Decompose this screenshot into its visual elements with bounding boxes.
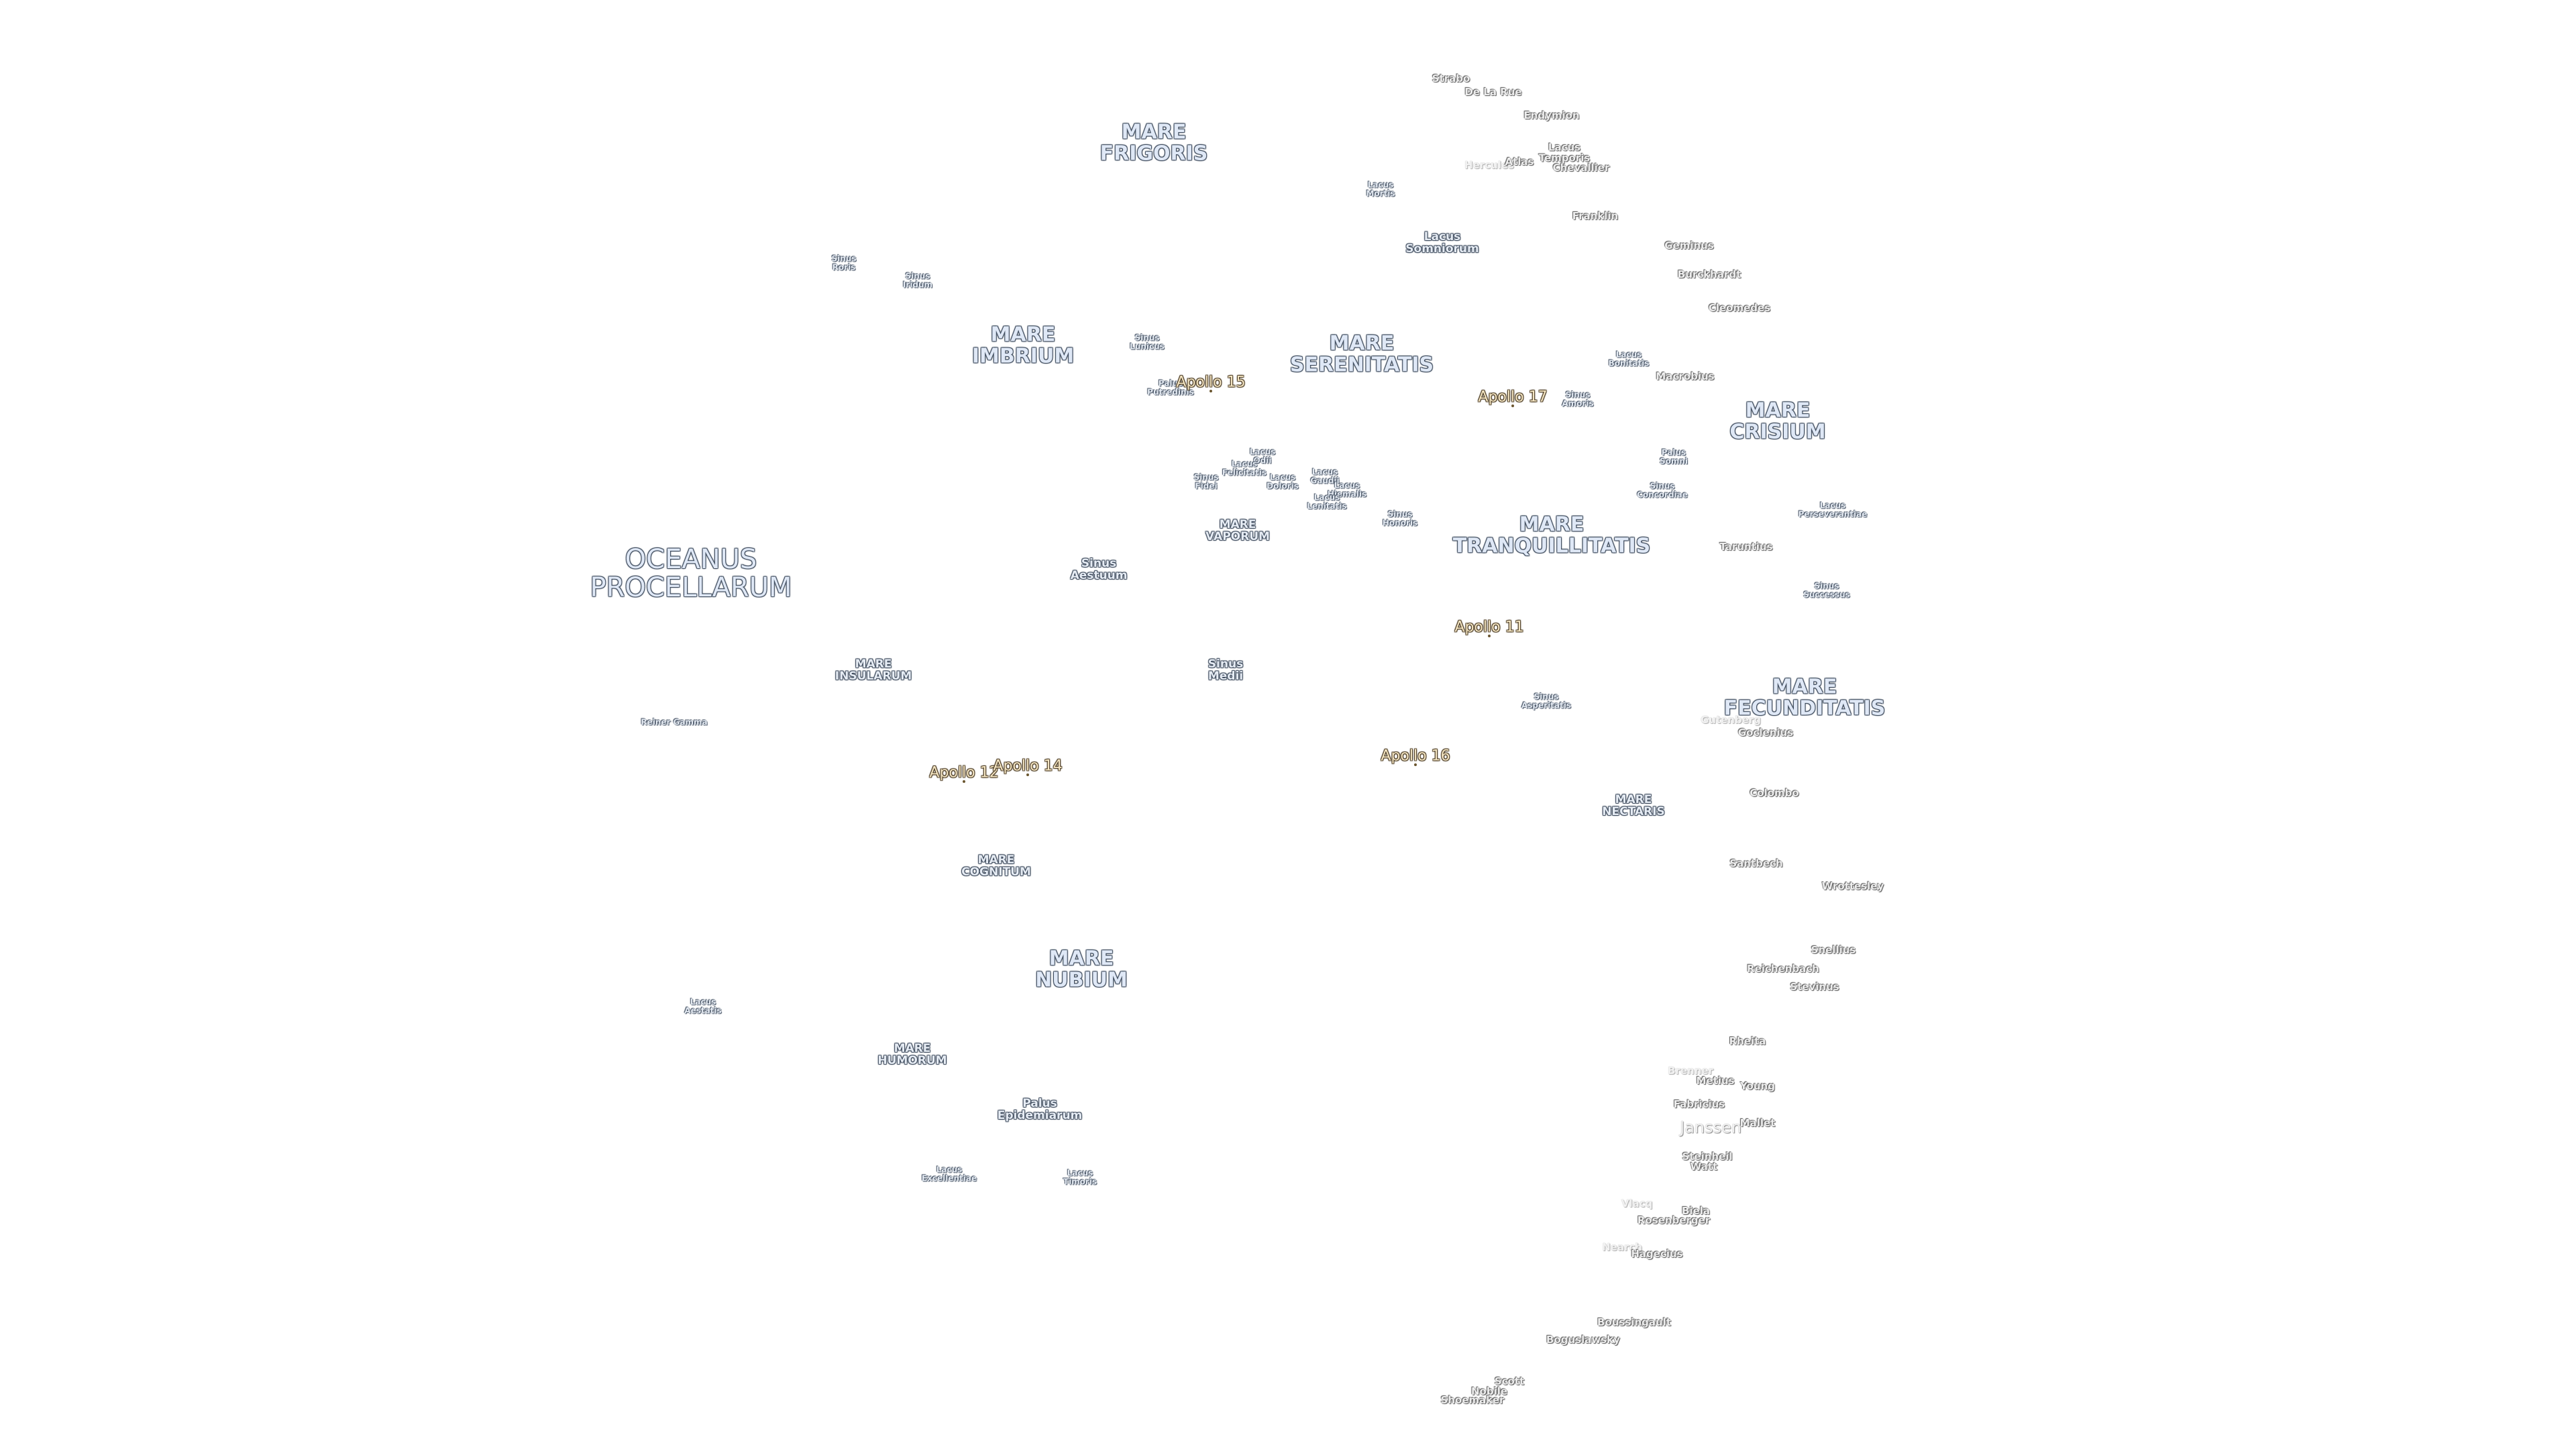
map-feature-label: Macrobius xyxy=(1656,370,1715,383)
map-feature-label: Goclenius xyxy=(1737,727,1794,739)
map-feature-label: Gutenberg xyxy=(1700,714,1762,727)
map-feature-label: Strabo xyxy=(1432,72,1470,85)
map-feature-label: Reiner Gamma xyxy=(641,717,708,727)
map-feature-label: MARE TRANQUILLITATIS xyxy=(1452,513,1651,557)
map-feature-label: Atlas xyxy=(1505,156,1534,168)
map-feature-label: Sinus Fidei xyxy=(1193,472,1219,490)
map-feature-label: Geminus xyxy=(1664,239,1714,252)
map-feature-label: MARE NUBIUM xyxy=(1035,947,1128,991)
map-feature-label: Sinus Successus xyxy=(1803,581,1850,599)
map-feature-label: Lacus Doloris xyxy=(1267,472,1299,490)
map-feature-label: Lacus Aestatis xyxy=(684,997,722,1015)
map-feature-label: MARE IMBRIUM xyxy=(971,323,1075,368)
map-feature-label: Sinus Medii xyxy=(1208,657,1244,683)
map-feature-label: Sinus Aestuum xyxy=(1070,557,1128,582)
map-feature-label: Lacus Bonitatis xyxy=(1608,350,1650,368)
map-feature-label: Taruntius xyxy=(1719,541,1773,553)
map-feature-label: Franklin xyxy=(1572,210,1619,223)
apollo-landing-marker xyxy=(1210,390,1212,392)
apollo-landing-marker xyxy=(1488,635,1491,637)
map-feature-label: OCEANUS PROCELLARUM xyxy=(590,544,792,603)
map-feature-label: Vlacq xyxy=(1621,1197,1653,1210)
map-feature-label: Brenner xyxy=(1668,1065,1713,1077)
map-feature-label: Chevallier xyxy=(1552,162,1610,174)
map-feature-label: Hercules xyxy=(1464,159,1514,172)
map-feature-label: Janssen xyxy=(1680,1118,1741,1137)
map-feature-label: Burckhardt xyxy=(1677,268,1741,281)
apollo-landing-marker xyxy=(1511,405,1514,407)
map-feature-label: Lacus Temporis xyxy=(1538,141,1591,164)
apollo-site-label: Apollo 14 xyxy=(993,757,1063,775)
map-feature-label: MARE VAPORUM xyxy=(1205,518,1270,543)
map-feature-label: Stevinus xyxy=(1790,981,1839,994)
map-feature-label: Colombo xyxy=(1750,787,1799,800)
map-feature-label: MARE INSULARUM xyxy=(835,657,912,683)
map-feature-label: Lacus Lenitatis xyxy=(1307,492,1347,511)
apollo-site-label: Apollo 17 xyxy=(1478,388,1548,406)
apollo-landing-marker xyxy=(1026,773,1029,776)
map-feature-label: MARE FECUNDITATIS xyxy=(1723,675,1886,720)
map-feature-label: Sinus Roris xyxy=(831,254,857,272)
map-feature-label: Reichenbach xyxy=(1747,963,1819,975)
map-feature-label: Nearch xyxy=(1602,1241,1642,1254)
map-feature-label: Lacus Odii xyxy=(1249,447,1276,465)
map-feature-label: Boguslawsky xyxy=(1546,1334,1620,1346)
map-feature-label: Sinus Concordiae xyxy=(1637,481,1688,499)
map-feature-label: Lacus Gaudii xyxy=(1310,467,1340,485)
map-feature-label: Lacus Somniorum xyxy=(1405,230,1479,256)
map-feature-label: Lacus Excellentiae xyxy=(921,1165,977,1183)
map-feature-label: Sinus Honoris xyxy=(1382,509,1418,527)
map-feature-label: Rheita xyxy=(1729,1035,1766,1048)
map-feature-label: MARE SERENITATIS xyxy=(1289,331,1434,376)
map-feature-label: Snellius xyxy=(1811,944,1856,957)
map-feature-label: Steinheil xyxy=(1682,1150,1733,1163)
map-feature-label: MARE FRIGORIS xyxy=(1099,120,1208,165)
map-feature-label: Wrottesley xyxy=(1821,880,1884,893)
map-feature-label: Sinus Lunicus xyxy=(1130,333,1165,351)
apollo-landing-marker xyxy=(1414,763,1417,766)
apollo-site-label: Apollo 16 xyxy=(1381,747,1450,765)
map-feature-label: Shoemaker xyxy=(1440,1394,1505,1407)
apollo-landing-marker xyxy=(963,780,965,783)
map-feature-label: Boussingault xyxy=(1597,1316,1671,1329)
map-feature-label: Sinus Iridum xyxy=(902,271,933,289)
apollo-site-label: Apollo 15 xyxy=(1176,374,1246,391)
map-feature-label: Lacus Perseverantiae xyxy=(1798,500,1868,519)
map-feature-label: Metius xyxy=(1696,1075,1735,1087)
map-feature-label: Lacus Mortis xyxy=(1366,180,1395,198)
map-feature-label: MARE COGNITUM xyxy=(961,853,1031,879)
map-feature-label: MARE NECTARIS xyxy=(1602,793,1665,818)
map-feature-label: Hagecius xyxy=(1631,1248,1683,1260)
map-feature-label: Mallet xyxy=(1739,1117,1776,1130)
map-feature-label: Fabricius xyxy=(1673,1098,1725,1111)
map-feature-label: Santbech xyxy=(1729,857,1783,870)
apollo-site-label: Apollo 12 xyxy=(929,764,999,782)
map-feature-label: Palus Somni xyxy=(1659,447,1688,466)
map-feature-label: MARE CRISIUM xyxy=(1729,398,1826,443)
map-feature-label: Watt xyxy=(1690,1161,1718,1173)
map-feature-label: Endymion xyxy=(1523,109,1580,122)
map-feature-label: De La Rue xyxy=(1464,86,1522,99)
map-feature-label: Sinus Amoris xyxy=(1562,390,1594,408)
map-feature-label: Lacus Felicitatis xyxy=(1222,459,1267,477)
map-feature-label: Palus Epidemiarum xyxy=(997,1097,1083,1122)
map-feature-label: Young xyxy=(1740,1080,1775,1093)
apollo-site-label: Apollo 11 xyxy=(1454,619,1524,636)
map-feature-label: Nobile xyxy=(1470,1385,1508,1398)
map-feature-label: Sinus Asperitatis xyxy=(1521,692,1572,710)
map-feature-label: Lacus Hiemalis xyxy=(1327,480,1367,498)
map-feature-label: Cleomedes xyxy=(1708,302,1771,315)
map-feature-label: Rosenberger xyxy=(1637,1214,1711,1227)
map-feature-label: Lacus Timoris xyxy=(1063,1168,1097,1186)
map-feature-label: Scott xyxy=(1494,1375,1525,1388)
map-feature-label: MARE HUMORUM xyxy=(877,1042,947,1067)
map-feature-label: Biela xyxy=(1681,1205,1711,1218)
map-feature-label: Palus Putredinis xyxy=(1147,378,1194,396)
